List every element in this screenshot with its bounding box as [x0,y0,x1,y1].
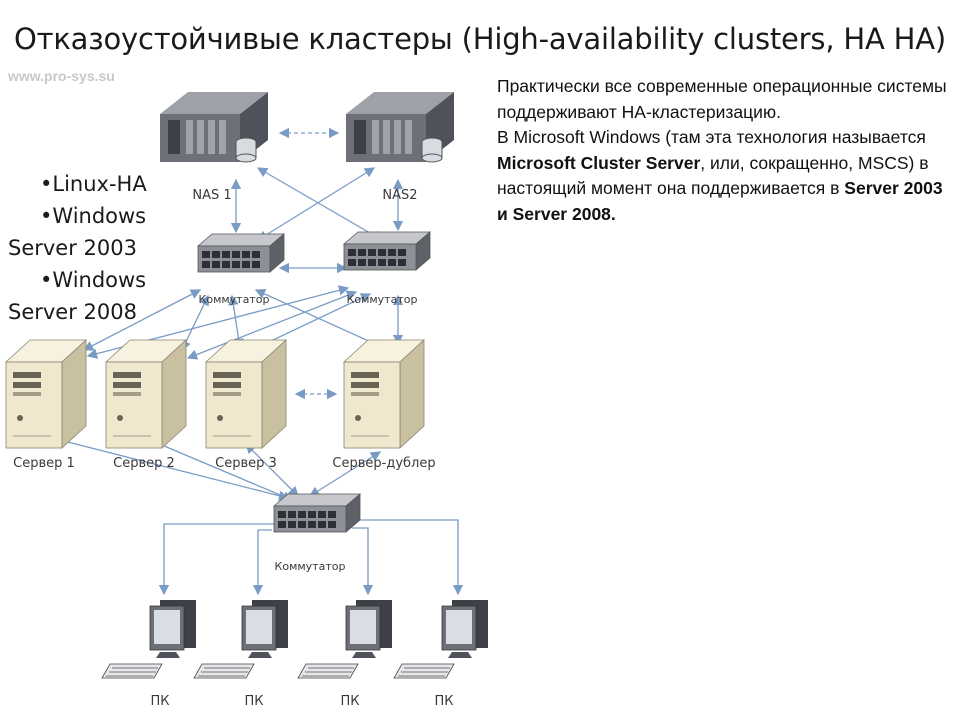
switch-bottom: Коммутатор [273,493,361,573]
switch-right: Коммутатор [343,231,431,306]
server-backup: Сервер-дублер [332,339,436,471]
switch-left: Коммутатор [197,233,285,306]
page-title: Отказоустойчивые кластеры (High-availabi… [14,22,946,56]
description-paragraph-2: В Microsoft Windows (там эта технология … [497,127,943,224]
switch-left-label: Коммутатор [199,293,270,306]
server-1: Сервер 1 [5,339,87,471]
pc-2-label: ПК [244,694,263,709]
pc-4-label: ПК [434,694,453,709]
pc-3-label: ПК [340,694,359,709]
nas-1: NAS 1 [159,91,269,203]
os-list-item: •Linux-HA [40,172,147,196]
os-list-item: •Windows Server 2003 [8,204,147,260]
pc-2: ПК [193,599,289,709]
switch-right-label: Коммутатор [347,293,418,306]
server-2: Сервер 2 [105,339,187,471]
pc-4: ПК [393,599,489,709]
server-2-label: Сервер 2 [113,456,175,471]
server-1-label: Сервер 1 [13,456,75,471]
pc-3: ПК [297,599,393,709]
nas-2: NAS2 [345,91,455,203]
nas-1-label: NAS 1 [192,188,231,203]
nas-2-label: NAS2 [382,188,417,203]
pc-1: ПК [101,599,197,709]
watermark: www.pro-sys.su [8,68,115,84]
switch-bottom-label: Коммутатор [275,560,346,573]
description-paragraph-1: Практически все современные операционные… [497,76,947,122]
server-3: Сервер 3 [205,339,287,471]
connector-lines [50,127,464,596]
description: Практически все современные операционные… [497,74,957,227]
server-3-label: Сервер 3 [215,456,277,471]
server-backup-label: Сервер-дублер [332,456,435,471]
pc-1-label: ПК [150,694,169,709]
